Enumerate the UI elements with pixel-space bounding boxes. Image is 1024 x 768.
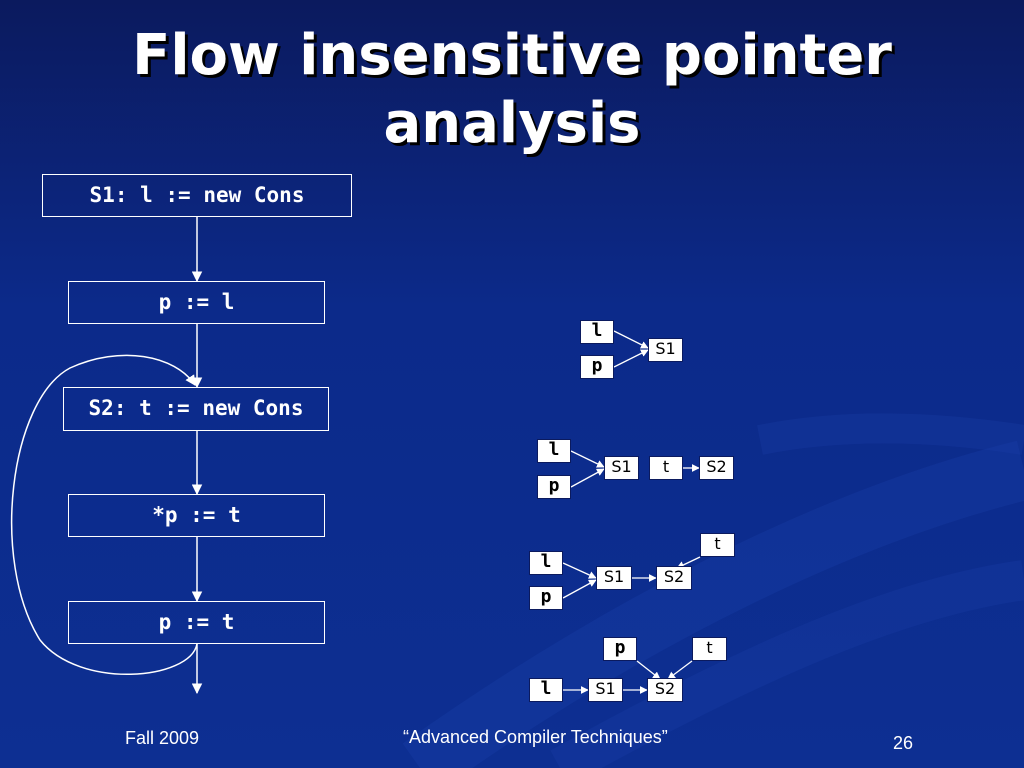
g1-node-S1: S1 bbox=[648, 338, 683, 362]
g2-node-p: p bbox=[537, 475, 571, 499]
g2-edge-p-S1 bbox=[570, 468, 605, 488]
g2-node-t: t bbox=[649, 456, 683, 480]
g4-node-S1: S1 bbox=[588, 678, 623, 702]
g4-edge-p-S2 bbox=[636, 660, 661, 680]
g4-node-l: l bbox=[529, 678, 563, 702]
title-line-1: Flow insensitive pointer bbox=[132, 23, 892, 88]
flow-node-label: p := l bbox=[158, 290, 235, 314]
footer-page-number: 26 bbox=[893, 733, 914, 753]
g1-edge-l-S1 bbox=[613, 330, 649, 349]
slide-title: Flow insensitive pointer analysis bbox=[0, 22, 1024, 158]
g1-node-p: p bbox=[580, 355, 614, 379]
flow-node-label: *p := t bbox=[152, 503, 241, 527]
g3-node-l: l bbox=[529, 551, 563, 575]
flow-node-deref-p-assign-t: *p := t bbox=[68, 494, 325, 537]
loop-back-edge bbox=[10, 354, 198, 676]
flow-node-s2-new-cons: S2: t := new Cons bbox=[63, 387, 329, 431]
g4-node-S2: S2 bbox=[647, 678, 683, 702]
g3-node-p: p bbox=[529, 586, 563, 610]
g2-edge-l-S1 bbox=[570, 450, 605, 468]
flow-node-label: S2: t := new Cons bbox=[88, 396, 304, 420]
flow-node-label: p := t bbox=[158, 610, 235, 634]
g4-node-t: t bbox=[692, 637, 727, 661]
g1-node-l: l bbox=[580, 320, 614, 344]
flow-node-label: S1: l := new Cons bbox=[89, 183, 305, 207]
title-line-2: analysis bbox=[383, 91, 641, 156]
flow-node-p-assign-t: p := t bbox=[68, 601, 325, 644]
g4-edge-t-S2 bbox=[667, 660, 693, 680]
g3-edge-l-S1 bbox=[562, 562, 597, 579]
g1-edge-p-S1 bbox=[613, 349, 649, 368]
g2-node-l: l bbox=[537, 439, 571, 463]
footer-course-title: “Advanced Compiler Techniques” bbox=[403, 727, 668, 747]
g3-node-S2: S2 bbox=[656, 566, 692, 590]
flow-node-p-assign-l: p := l bbox=[68, 281, 325, 324]
g3-node-S1: S1 bbox=[596, 566, 632, 590]
g3-node-t: t bbox=[700, 533, 735, 557]
g3-edge-p-S1 bbox=[562, 579, 597, 599]
g2-node-S1: S1 bbox=[604, 456, 639, 480]
g4-node-p: p bbox=[603, 637, 637, 661]
g2-node-S2: S2 bbox=[699, 456, 734, 480]
footer-term: Fall 2009 bbox=[125, 728, 200, 748]
flow-node-s1-new-cons: S1: l := new Cons bbox=[42, 174, 352, 217]
